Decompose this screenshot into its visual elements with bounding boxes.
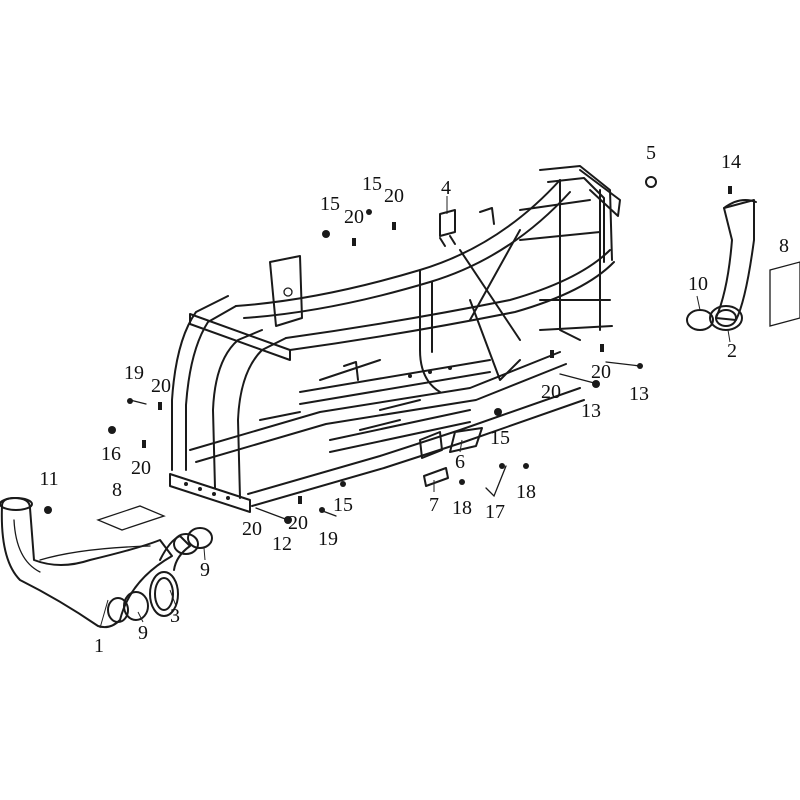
intake-duct (0, 497, 173, 629)
callout-8-rear: 8 (779, 235, 789, 257)
rear-duct (686, 199, 757, 331)
callout-15-bottom: 15 (333, 494, 353, 516)
callout-14: 14 (721, 151, 741, 173)
callout-7: 7 (429, 494, 439, 516)
callout-2: 2 (727, 340, 737, 362)
callout-20-top-a: 20 (344, 206, 364, 228)
callout-9-upper: 9 (200, 559, 210, 581)
callout-13-left: 13 (581, 400, 601, 422)
callout-11: 11 (39, 468, 59, 490)
callout-20-right-b: 20 (591, 361, 611, 383)
callout-19-left: 19 (124, 362, 144, 384)
callout-20-bottom-a: 20 (242, 518, 262, 540)
callout-18-left: 18 (452, 497, 472, 519)
callout-9-lower: 9 (138, 622, 148, 644)
callout-20-bottom-b: 20 (288, 512, 308, 534)
coupling-and-clamps (107, 527, 213, 623)
callout-20-left-a: 20 (151, 375, 171, 397)
callout-5: 5 (646, 142, 656, 164)
gasket-labels (96, 261, 800, 531)
callout-8-front: 8 (112, 479, 122, 501)
callout-3: 3 (170, 605, 180, 627)
callout-20-right-a: 20 (541, 381, 561, 403)
callout-15-right: 15 (490, 427, 510, 449)
callout-1: 1 (94, 635, 104, 657)
callout-15-top: 15 (362, 173, 382, 195)
callout-12: 12 (272, 533, 292, 555)
callout-10: 10 (688, 273, 708, 295)
callout-20-left-b: 20 (131, 457, 151, 479)
callout-6: 6 (455, 451, 465, 473)
main-frame (169, 165, 621, 513)
callout-13-right: 13 (629, 383, 649, 405)
fasteners (44, 176, 732, 524)
callout-18-right: 18 (516, 481, 536, 503)
callout-16: 16 (101, 443, 121, 465)
callout-4: 4 (441, 177, 451, 199)
leader-lines (99, 196, 731, 629)
callout-17: 17 (485, 501, 505, 523)
callout-19-bottom: 19 (318, 528, 338, 550)
callout-20-top-b: 20 (384, 185, 404, 207)
callout-15-top-left: 15 (320, 193, 340, 215)
